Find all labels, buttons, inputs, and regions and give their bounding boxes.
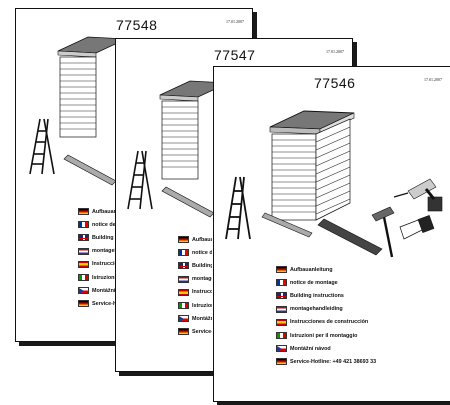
ladder-icon [225, 176, 251, 240]
shed-illustration [29, 36, 127, 186]
flag-de-icon [178, 236, 189, 244]
language-item: Service-Hotline: [178, 325, 212, 338]
flag-es-icon [178, 288, 189, 296]
flag-cz-icon [276, 345, 287, 353]
language-item: Montážní návod [276, 342, 376, 355]
flag-de-icon [276, 266, 287, 274]
flag-de-icon [276, 358, 287, 366]
product-number: 77547 [214, 47, 256, 63]
language-item: Aufbauanleitung [78, 205, 192, 218]
language-item: Instrucciones de construcción [276, 316, 376, 329]
language-item: montagehandleiding [178, 273, 212, 286]
flag-fr-icon [276, 279, 287, 287]
ladder-icon [127, 150, 153, 210]
language-item: Service-Hotline: [78, 297, 192, 310]
saw-icon [399, 215, 435, 240]
drill-icon [393, 178, 443, 212]
flag-es-icon [276, 318, 287, 326]
flag-gb-icon [276, 292, 287, 300]
language-item: Aufbauanleitung [276, 263, 376, 276]
flag-fr-icon [78, 221, 89, 229]
language-list: Aufbauanleitung notice de montage Buildi… [276, 263, 376, 369]
shed-illustration [225, 110, 443, 258]
flag-it-icon [78, 274, 89, 282]
folding-rule-icon [317, 218, 383, 256]
flag-nl-icon [276, 305, 287, 313]
language-item: Building instructions [178, 259, 212, 272]
product-number: 77548 [116, 17, 158, 33]
flag-de-icon [178, 328, 189, 336]
ladder-icon [29, 118, 55, 175]
shed-illustration [127, 80, 229, 218]
flag-it-icon [276, 332, 287, 340]
language-item: Montážní návod [78, 284, 192, 297]
flag-es-icon [78, 260, 89, 268]
flag-gb-icon [78, 234, 89, 242]
flag-de-icon [78, 300, 89, 308]
language-item: notice de montage [178, 246, 212, 259]
flag-gb-icon [178, 262, 189, 270]
flag-de-icon [78, 208, 89, 216]
language-item: Building instructions [276, 289, 376, 302]
language-item: Service-Hotline: +49 421 38693 33 [276, 355, 376, 368]
language-list: Aufbauanleitung notice de montage Buildi… [178, 233, 212, 339]
hammer-icon [371, 206, 395, 258]
spirit-level-icon [161, 186, 215, 218]
issue-date: 17.01.2007 [424, 77, 442, 82]
manual-page-77546: 77546 17.01.2007 [213, 66, 450, 402]
language-item: montagehandleiding [276, 303, 376, 316]
flag-it-icon [178, 302, 189, 310]
language-item: notice de montage [276, 276, 376, 289]
spirit-level-icon [63, 154, 117, 186]
language-item: Instrucciones de construcción [178, 286, 212, 299]
product-number: 77546 [314, 75, 356, 91]
flag-cz-icon [78, 287, 89, 295]
flag-nl-icon [178, 275, 189, 283]
language-item: Aufbauanleitung [178, 233, 212, 246]
flag-fr-icon [178, 249, 189, 257]
language-item: Istruzioni per il montaggio [276, 329, 376, 342]
spirit-level-icon [261, 212, 313, 238]
flag-nl-icon [78, 247, 89, 255]
issue-date: 17.01.2007 [326, 49, 344, 54]
issue-date: 17.01.2007 [226, 19, 244, 24]
flag-cz-icon [178, 315, 189, 323]
language-item: Istruzioni per il montaggio [178, 299, 212, 312]
language-item: Montážní návod [178, 312, 212, 325]
